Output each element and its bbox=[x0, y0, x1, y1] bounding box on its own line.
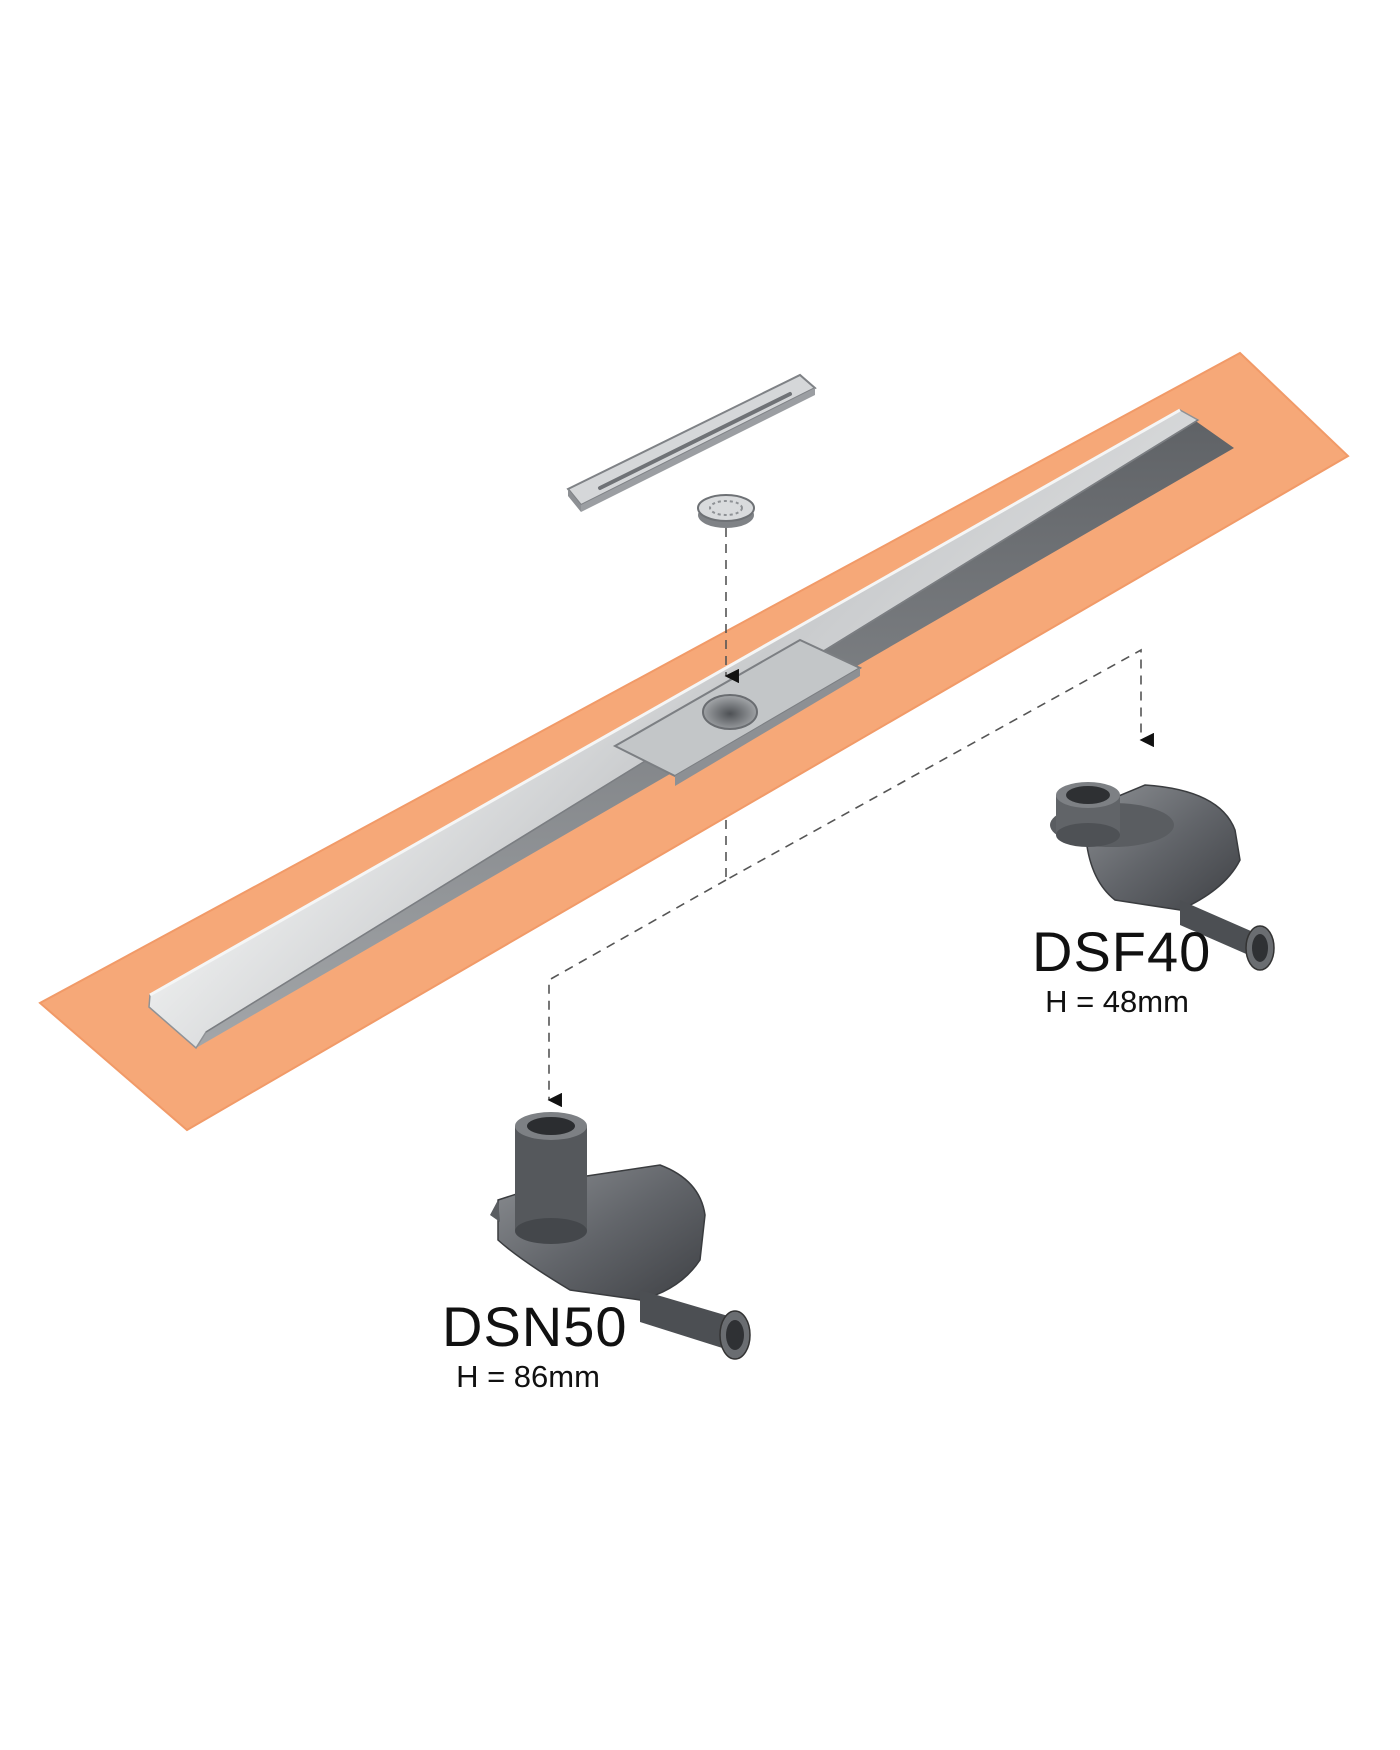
assembly-guide-lines bbox=[547, 528, 1154, 1108]
dsn50-code: DSN50 bbox=[442, 1295, 628, 1358]
dsf40-code: DSF40 bbox=[1032, 920, 1212, 983]
dsf40-label: DSF40 H = 48mm bbox=[1032, 920, 1212, 1020]
round-strainer bbox=[697, 494, 755, 528]
outlet-hole bbox=[702, 694, 758, 730]
dsn50-label: DSN50 H = 86mm bbox=[442, 1295, 628, 1395]
dsf40-height: H = 48mm bbox=[1045, 984, 1189, 1019]
outlet-recess-edge bbox=[675, 668, 860, 786]
siphon-dsf40 bbox=[1050, 782, 1275, 971]
dsn50-height: H = 86mm bbox=[456, 1359, 600, 1394]
drain-cover-plate bbox=[566, 373, 817, 512]
siphon-dsn50 bbox=[490, 1112, 751, 1360]
channel-highlight bbox=[149, 408, 1181, 997]
